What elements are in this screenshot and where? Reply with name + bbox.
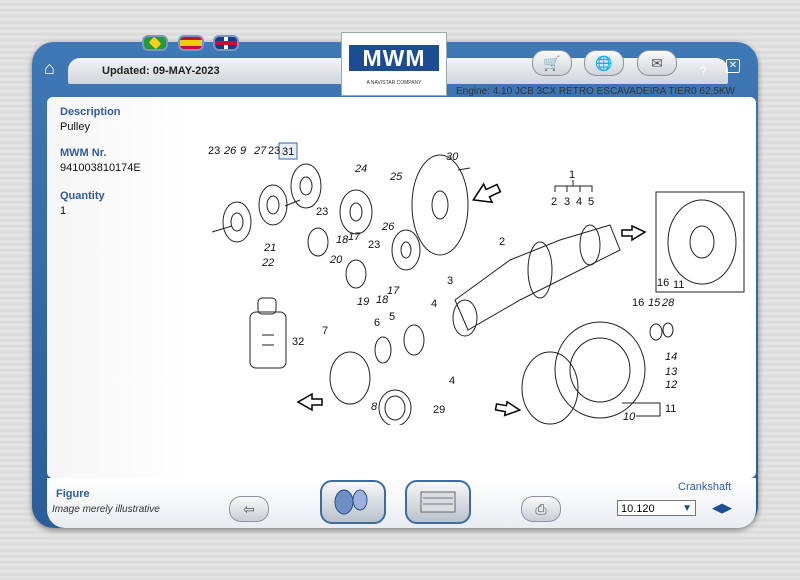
website-button[interactable]: 🌐 xyxy=(584,50,624,76)
diagram-label: 23 xyxy=(368,239,380,251)
description-label: Description xyxy=(60,106,121,118)
help-button[interactable]: ? xyxy=(700,64,707,78)
flywheel-part[interactable] xyxy=(554,321,646,419)
section-name: Crankshaft xyxy=(678,481,732,493)
diagram-label: 9 xyxy=(240,145,246,157)
diagram-label: 27 xyxy=(253,145,267,157)
pulley-part[interactable] xyxy=(222,201,252,243)
diagram-label: 5 xyxy=(588,196,594,208)
quantity-label: Quantity xyxy=(60,190,105,202)
section-select-value: 10.120 xyxy=(621,503,655,515)
diagram-label: 7 xyxy=(322,325,328,337)
figure-note: Image merely illustrative xyxy=(52,504,160,515)
diagram-label: 3 xyxy=(447,275,453,287)
diagram-label: 18 xyxy=(336,234,349,246)
diagram-label: 18 xyxy=(376,294,389,306)
spain-flag-icon[interactable] xyxy=(178,35,204,51)
globe-icon: 🌐 xyxy=(595,55,613,71)
mwm-number-value: 941003810174E xyxy=(60,162,141,174)
parts-list-icon xyxy=(420,491,456,513)
updated-date: Updated: 09-MAY-2023 xyxy=(102,65,220,77)
diagram-label: 21 xyxy=(263,242,276,254)
diagram-label: 32 xyxy=(292,336,304,348)
diagram-label: 12 xyxy=(665,379,677,391)
diagram-label: 16 xyxy=(632,297,644,309)
figure-label: Figure xyxy=(56,488,90,500)
mwm-logo: MWM A NAVISTAR COMPANY xyxy=(341,32,447,96)
back-arrow-icon: ⇦ xyxy=(243,501,255,517)
figure-thumbnail-icon xyxy=(334,489,368,515)
cart-button[interactable]: 🛒 xyxy=(532,50,572,76)
diagram-label: 29 xyxy=(433,404,445,416)
diagram-label: 23 xyxy=(316,206,328,218)
home-icon[interactable]: ⌂ xyxy=(44,58,55,78)
print-icon: ⎙ xyxy=(535,501,547,517)
diagram-label: 3 xyxy=(564,196,570,208)
diagram-label: 8 xyxy=(371,401,378,413)
diagram-label: 26 xyxy=(381,221,395,233)
diagram-label: 11 xyxy=(665,403,676,415)
diagram-label: 4 xyxy=(431,298,437,310)
diagram-label: 26 xyxy=(223,145,237,157)
section-select[interactable]: 10.120 ▼ xyxy=(617,500,696,516)
next-arrow-icon[interactable]: ▶ xyxy=(722,500,732,515)
diagram-label: 14 xyxy=(665,351,677,363)
diagram-label: 17 xyxy=(348,231,361,243)
email-button[interactable]: ✉ xyxy=(637,50,677,76)
diagram-label: 1 xyxy=(569,169,575,181)
quantity-value: 1 xyxy=(60,205,67,217)
diagram-label: 24 xyxy=(354,163,367,175)
diagram-label: 4 xyxy=(576,196,582,208)
diagram-label: 15 xyxy=(648,297,661,309)
brazil-flag-icon[interactable] xyxy=(142,35,168,51)
description-value: Pulley xyxy=(60,121,90,133)
diagram-label: 11 xyxy=(673,279,684,291)
parts-diagram: 23 26 9 27 23 31 24 30 25 1 2 3 4 5 23 1… xyxy=(208,142,745,425)
diagram-label: 6 xyxy=(374,317,380,329)
diagram-label: 30 xyxy=(446,151,459,163)
crankshaft-part[interactable] xyxy=(452,224,621,337)
part-details-panel xyxy=(47,97,190,478)
pulley-part[interactable] xyxy=(258,184,288,226)
parts-list-button[interactable] xyxy=(405,480,471,524)
figure-view-button[interactable] xyxy=(320,480,386,524)
diagram-label: 19 xyxy=(357,296,369,308)
diagram-label: 25 xyxy=(389,171,403,183)
diagram-label: 13 xyxy=(665,366,678,378)
dropdown-arrow-icon: ▼ xyxy=(682,503,692,514)
previous-arrow-icon[interactable]: ◀ xyxy=(712,500,722,515)
close-button[interactable]: ✕ xyxy=(726,59,740,73)
print-button[interactable]: ⎙ xyxy=(521,496,561,522)
diagram-label: 2 xyxy=(499,236,505,248)
diagram-label: 22 xyxy=(261,257,274,269)
logo-text: MWM xyxy=(349,45,439,71)
damper-part[interactable] xyxy=(411,154,469,256)
mail-icon: ✉ xyxy=(651,55,663,71)
mwm-number-label: MWM Nr. xyxy=(60,147,107,159)
diagram-label: 4 xyxy=(449,375,455,387)
diagram-label: 28 xyxy=(661,297,675,309)
logo-subtitle: A NAVISTAR COMPANY xyxy=(366,80,422,86)
back-button[interactable]: ⇦ xyxy=(229,496,269,522)
uk-flag-icon[interactable] xyxy=(213,35,239,51)
pulley-part[interactable] xyxy=(290,163,322,209)
diagram-label: 17 xyxy=(387,285,400,297)
diagram-label: 23 xyxy=(268,145,280,157)
diagram-label: 31 xyxy=(282,146,294,158)
pager: ◀▶ xyxy=(712,500,732,516)
engine-title: Engine: 4.10 JCB 3CX RETRO ESCAVADEIRA T… xyxy=(456,86,735,97)
cart-icon: 🛒 xyxy=(543,55,561,71)
diagram-label: 5 xyxy=(389,311,395,323)
diagram-label: 20 xyxy=(329,254,343,266)
diagram-label: 10 xyxy=(623,411,636,423)
diagram-label: 23 xyxy=(208,145,220,157)
diagram-label: 2 xyxy=(551,196,557,208)
diagram-label: 16 xyxy=(657,277,669,289)
